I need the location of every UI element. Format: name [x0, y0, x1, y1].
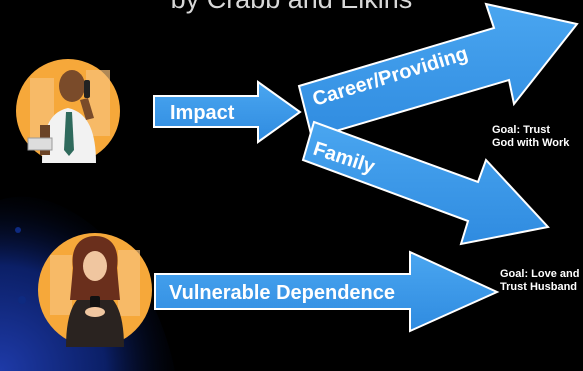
impact-label: Impact	[170, 102, 235, 124]
impact-arrow	[153, 80, 302, 144]
glow-dot	[15, 227, 21, 233]
slide-title: by Crabb and Elkins	[0, 0, 583, 15]
vulnerable-label: Vulnerable Dependence	[169, 282, 395, 304]
family-arrow	[301, 120, 550, 246]
glow-dot	[18, 296, 26, 304]
vulnerable-arrow	[154, 250, 500, 333]
goal-trust-god-text: Goal: Trust God with Work	[492, 124, 570, 149]
businessman-on-phone-icon	[16, 59, 120, 163]
goal-love-husband-text: Goal: Love and Trust Husband	[500, 268, 580, 293]
career-arrow	[297, 2, 579, 140]
woman-with-phone-icon	[38, 233, 152, 347]
